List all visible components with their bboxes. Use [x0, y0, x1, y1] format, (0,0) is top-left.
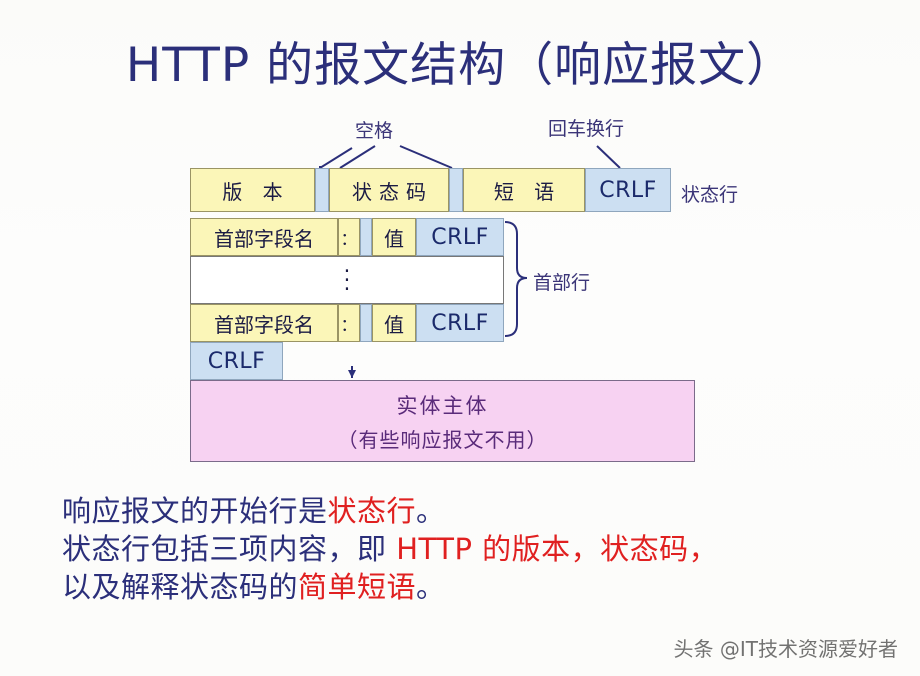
- paragraph-line-1-text-c: 。: [416, 494, 446, 528]
- status-line-separator-space-1: [315, 168, 329, 212]
- paragraph-line-2-text-a: 状态行包括三项内容，即: [62, 532, 397, 566]
- header-line-1-value: 值: [372, 218, 416, 256]
- paragraph-line-3-highlight: 简单短语: [298, 570, 417, 604]
- paragraph-line-3: 以及解释状态码的简单短语。: [62, 568, 862, 606]
- page-title: HTTP 的报文结构（响应报文）: [125, 38, 795, 93]
- header-lines-ellipsis-row: ···: [190, 256, 504, 304]
- callout-label-crlf: 回车换行: [548, 118, 625, 140]
- watermark: 头条 @IT技术资源爱好者: [673, 637, 898, 661]
- callout-label-space: 空格: [355, 120, 394, 142]
- header-line-last-colon: ：: [338, 304, 360, 342]
- paragraph-line-1-text-a: 响应报文的开始行是: [62, 494, 328, 528]
- explanation-paragraph: 响应报文的开始行是状态行。 状态行包括三项内容，即 HTTP 的版本，状态码， …: [62, 492, 862, 606]
- status-line-row-label: 状态行: [681, 184, 739, 206]
- blank-line-crlf-cell: CRLF: [190, 342, 283, 380]
- header-line-last-separator-space: [360, 304, 372, 342]
- status-line-cell-reason-phrase: 短 语: [463, 168, 585, 212]
- status-line-cell-status-code: 状态码: [329, 168, 449, 212]
- header-line-last-value: 值: [372, 304, 416, 342]
- header-line-1-colon: ：: [338, 218, 360, 256]
- entity-body-box: 实体主体 （有些响应报文不用）: [190, 380, 695, 462]
- status-line-cell-version: 版 本: [190, 168, 315, 212]
- header-lines-group-label: 首部行: [533, 272, 591, 294]
- header-line-last-field-name: 首部字段名: [190, 304, 338, 342]
- header-line-1-field-name: 首部字段名: [190, 218, 338, 256]
- paragraph-line-2: 状态行包括三项内容，即 HTTP 的版本，状态码，: [62, 530, 862, 568]
- header-line-1-separator-space: [360, 218, 372, 256]
- header-line-last-crlf: CRLF: [416, 304, 504, 342]
- status-line-cell-crlf: CRLF: [585, 168, 671, 212]
- status-line-separator-space-2: [449, 168, 463, 212]
- vertical-ellipsis-icon: ···: [343, 258, 351, 301]
- paragraph-line-3-text-a: 以及解释状态码的: [62, 570, 299, 604]
- paragraph-line-3-text-c: 。: [416, 570, 446, 604]
- paragraph-line-2-highlight: HTTP 的版本，状态码，: [396, 532, 719, 566]
- header-line-1-crlf: CRLF: [416, 218, 504, 256]
- entity-body-title: 实体主体: [396, 393, 489, 418]
- paragraph-line-1: 响应报文的开始行是状态行。: [62, 492, 862, 530]
- paragraph-line-1-highlight: 状态行: [327, 494, 417, 528]
- entity-body-note: （有些响应报文不用）: [337, 427, 548, 452]
